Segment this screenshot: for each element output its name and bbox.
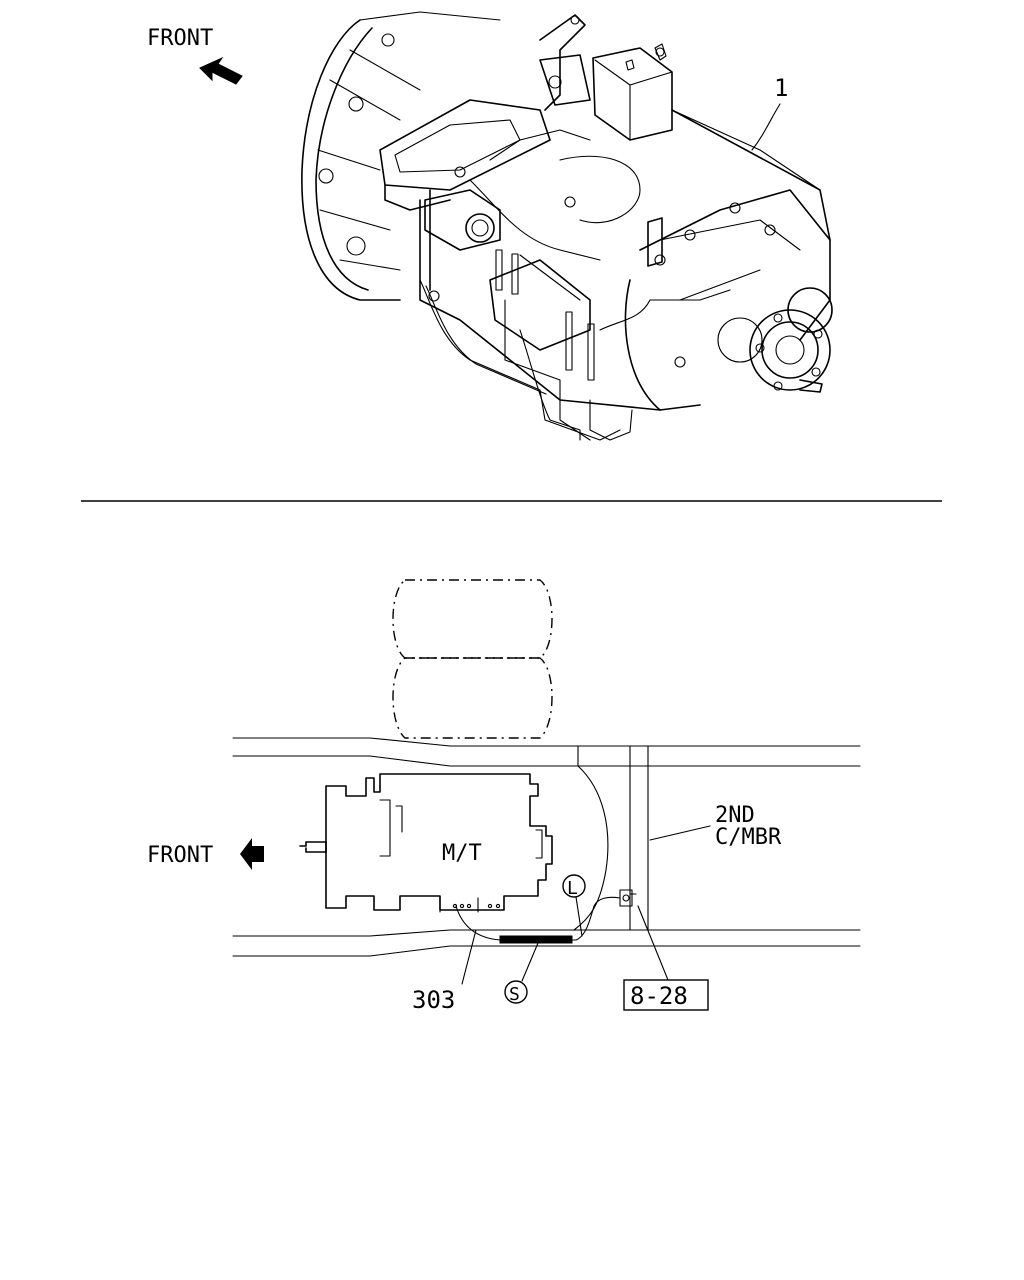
mt-label: M/T xyxy=(442,841,482,866)
air-tank-upper xyxy=(392,579,553,659)
top-front-label: FRONT xyxy=(147,26,213,51)
second-crossmember xyxy=(573,745,649,931)
callout-s-label: S xyxy=(509,984,520,1005)
transmission-assembly-drawing xyxy=(301,11,833,441)
leader-l xyxy=(575,896,583,937)
top-view: FRONT 1 xyxy=(147,11,833,441)
crossmember-label-line1: 2ND xyxy=(715,803,755,828)
leader-reference xyxy=(637,905,669,981)
callout-s-circle xyxy=(504,980,528,1004)
air-tank-lower xyxy=(392,657,553,739)
bottom-view: M/T FRONT 2ND C/MBR 303 S L 8-28 xyxy=(147,579,861,1014)
bottom-front-arrow-icon xyxy=(240,838,264,870)
callout-l-label: L xyxy=(567,878,578,899)
crossmember-leader-line xyxy=(649,825,711,841)
leader-s xyxy=(521,942,539,982)
harness-run xyxy=(455,889,637,944)
mt-outline xyxy=(299,773,553,913)
callout-l-circle xyxy=(562,874,586,898)
top-front-arrow-icon xyxy=(199,56,243,85)
crossmember-label-line2: C/MBR xyxy=(715,825,782,850)
leader-303 xyxy=(461,929,477,985)
top-leader-line-1 xyxy=(751,103,781,151)
bottom-front-label: FRONT xyxy=(147,843,213,868)
reference-box-frame xyxy=(623,979,709,1011)
reference-box-label: 8-28 xyxy=(630,982,688,1010)
top-callout-1: 1 xyxy=(774,74,788,102)
callout-303: 303 xyxy=(412,986,455,1014)
frame-rails xyxy=(232,737,861,957)
